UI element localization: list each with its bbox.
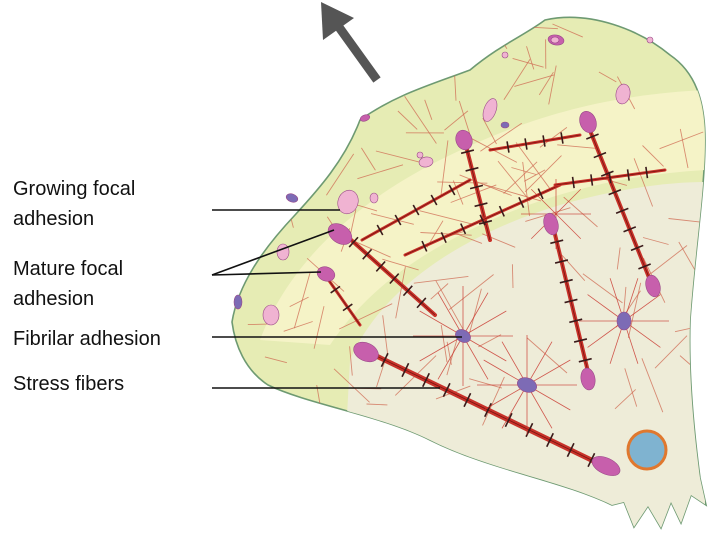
actin-filament (391, 54, 406, 77)
actin-filament (424, 52, 466, 56)
label-stress-fibers: Stress fibers (13, 369, 124, 399)
fibrillar-adhesion (617, 312, 631, 330)
actin-filament (263, 72, 293, 87)
actin-filament (237, 65, 266, 103)
actin-filament (296, 74, 322, 104)
growing-focal-adhesion (370, 193, 378, 203)
actin-filament (245, 132, 253, 153)
label-growing-line-1: Growing focal (13, 174, 135, 204)
growing-focal-adhesion (263, 305, 279, 325)
actin-filament (293, 38, 351, 49)
actin-filament (416, 45, 418, 75)
label-mature-focal-adhesion: Mature focal adhesion (13, 254, 123, 314)
actin-filament (301, 98, 305, 121)
fibrillar-adhesion (501, 122, 509, 128)
actin-filament (236, 383, 247, 411)
actin-filament (512, 264, 513, 288)
growing-focal-adhesion (551, 37, 559, 43)
label-mature-line-1: Mature focal (13, 254, 123, 284)
actin-filament (252, 80, 294, 93)
growing-focal-adhesion (277, 244, 289, 260)
growing-focal-adhesion (502, 52, 508, 58)
label-growing-line-2: adhesion (13, 204, 135, 234)
actin-filament (673, 12, 691, 39)
actin-filament (283, 10, 321, 49)
actin-filament (250, 133, 277, 185)
rays-focal (521, 179, 591, 249)
label-growing-focal-adhesion: Growing focal adhesion (13, 174, 135, 234)
actin-filament (250, 162, 275, 201)
actin-filament (275, 144, 310, 156)
nucleus (628, 431, 666, 469)
actin-filament (305, 139, 349, 143)
actin-filament (231, 112, 262, 124)
actin-filament (261, 136, 267, 195)
actin-filament (457, 30, 482, 60)
actin-filament (489, 20, 507, 49)
growing-focal-adhesion (647, 37, 653, 43)
actin-filament (369, 31, 418, 40)
growing-focal-adhesion (417, 152, 423, 158)
label-fibrillar-adhesion: Fibrilar adhesion (13, 324, 161, 354)
arrow-up-left-icon (321, 2, 377, 80)
actin-filament (258, 150, 282, 171)
label-mature-line-2: adhesion (13, 284, 123, 314)
fibrillar-adhesion (285, 192, 299, 204)
fibrillar-adhesion (234, 295, 242, 309)
